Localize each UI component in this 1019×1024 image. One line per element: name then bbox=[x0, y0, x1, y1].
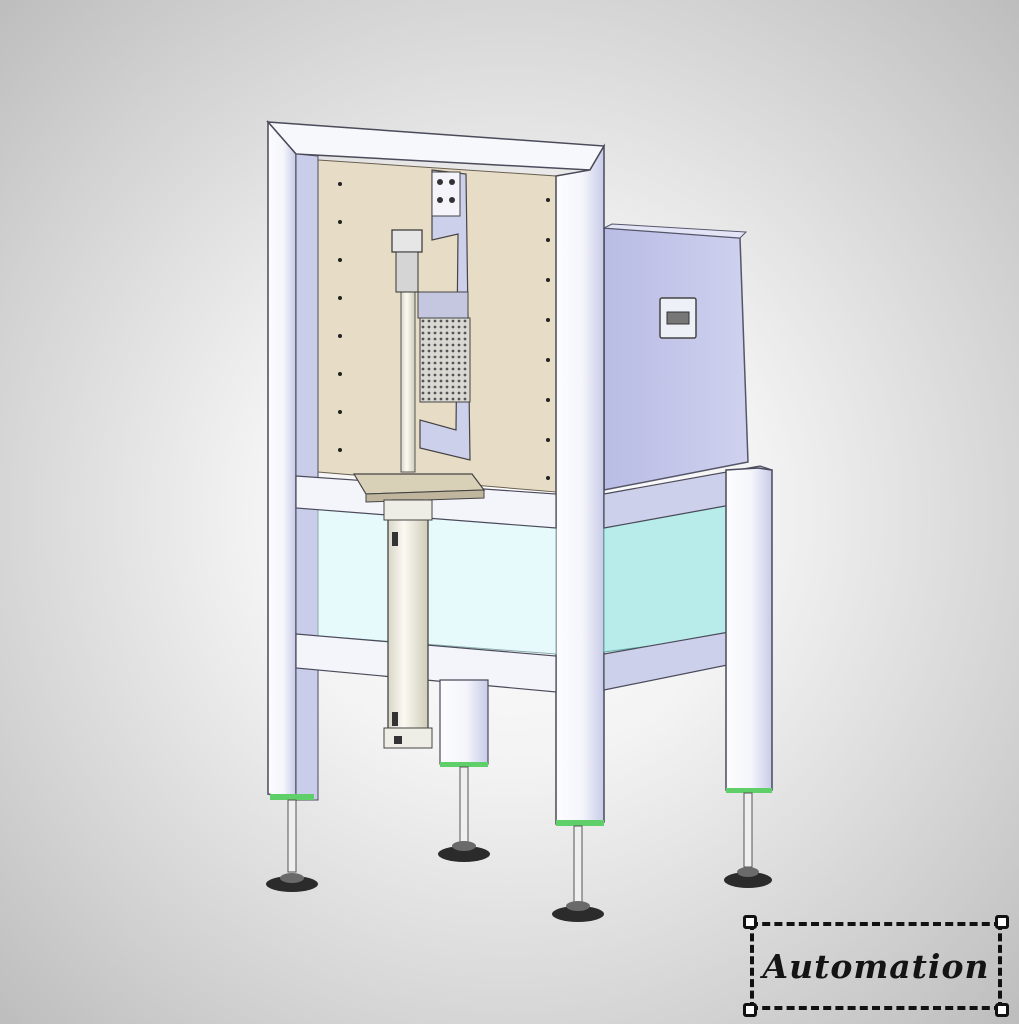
label-text: Automation bbox=[762, 946, 990, 986]
mounting-bracket bbox=[417, 169, 471, 461]
handle-top-left bbox=[743, 915, 757, 929]
foot-rear-right bbox=[724, 788, 772, 888]
handle-top-right bbox=[995, 915, 1009, 929]
mounting-plate bbox=[352, 473, 486, 503]
guide-rod bbox=[391, 229, 423, 473]
side-enclosure bbox=[602, 223, 749, 491]
feet bbox=[266, 762, 772, 922]
rear-post-right bbox=[725, 467, 773, 791]
handle-bottom-right bbox=[995, 1003, 1009, 1017]
foot-rear-inner bbox=[438, 762, 490, 862]
handle-bottom-left bbox=[743, 1003, 757, 1017]
label-box: Automation bbox=[750, 922, 1002, 1010]
latch-icon bbox=[659, 297, 697, 339]
pneumatic-cylinder bbox=[383, 499, 433, 749]
glass-panels bbox=[317, 505, 727, 655]
rear-post-inner bbox=[439, 679, 489, 765]
foot-front-left bbox=[266, 794, 318, 892]
foot-front-right bbox=[552, 820, 604, 922]
